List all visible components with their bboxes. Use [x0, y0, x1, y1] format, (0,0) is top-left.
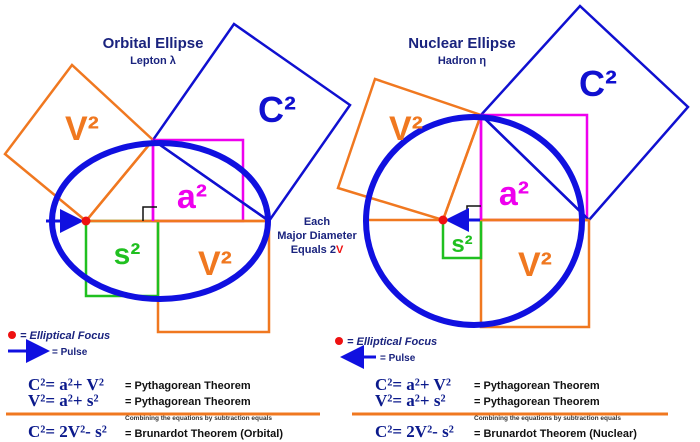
left-eq3-name: = Brunardot Theorem (Orbital) — [125, 428, 283, 440]
legend-right-focus-label: = Elliptical Focus — [347, 336, 437, 348]
orbital-label-a: a² — [177, 178, 207, 216]
nuclear-label-v-bottom: V² — [518, 246, 552, 284]
nuclear-focus-dot — [438, 215, 448, 225]
nuclear-hypotenuse-c — [480, 114, 590, 221]
nuclear-label-c: C² — [579, 63, 617, 104]
note-line-3: Equals 2V — [291, 244, 344, 256]
note-line-1: Each — [304, 216, 331, 228]
nuclear-right-angle — [466, 205, 481, 220]
orbital-right-angle — [142, 206, 157, 221]
right-eq3: C²= 2V²- s² — [375, 422, 454, 441]
left-eq1-name: = Pythagorean Theorem — [125, 380, 251, 392]
legend-left-pulse-label: = Pulse — [52, 347, 88, 358]
left-eq1: C²= a²+ V² — [28, 375, 104, 394]
right-eq3-name: = Brunardot Theorem (Nuclear) — [474, 428, 637, 440]
orbital-hypotenuse-v — [85, 139, 154, 222]
left-eq3: C²= 2V²- s² — [28, 422, 107, 441]
nuclear-label-s: s² — [451, 231, 472, 258]
orbital-label-c: C² — [258, 89, 296, 130]
nuclear-v-square-top — [336, 77, 483, 222]
legend-left-focus-label: = Elliptical Focus — [20, 330, 110, 342]
orbital-subtitle: Lepton λ — [130, 55, 176, 67]
nuclear-ellipse — [363, 114, 585, 328]
nuclear-label-v-top: V² — [389, 110, 423, 148]
orbital-label-s: s² — [114, 238, 141, 271]
left-eq2-name: = Pythagorean Theorem — [125, 396, 251, 408]
legend-left: = Elliptical Focus = Pulse — [8, 330, 110, 363]
orbital-focus-dot — [81, 216, 91, 226]
nuclear-title: Nuclear Ellipse — [408, 35, 516, 52]
right-eq2-name: = Pythagorean Theorem — [474, 396, 600, 408]
right-eq1: C²= a²+ V² — [375, 375, 451, 394]
right-combine-note: Combining the equations by subtraction e… — [474, 415, 621, 422]
nuclear-subtitle: Hadron η — [438, 55, 487, 67]
nuclear-label-a: a² — [499, 175, 529, 213]
legend-right-pulse-label: = Pulse — [380, 353, 416, 364]
equations-right: C²= a²+ V² = Pythagorean Theorem V²= a²+… — [352, 375, 668, 441]
note-line-3-v: V — [336, 244, 344, 256]
orbital-title: Orbital Ellipse — [103, 35, 204, 52]
note-line-3-prefix: Equals 2 — [291, 244, 336, 256]
nuclear-ellipse-figure: Nuclear Ellipse Hadron η C² V² a² s² V² — [336, 4, 690, 329]
orbital-ellipse-figure: Orbital Ellipse Lepton λ C² V² a² s² V² — [3, 22, 352, 334]
legend-left-focus-dot — [8, 331, 16, 339]
note-line-2: Major Diameter — [277, 230, 357, 242]
orbital-label-v-bottom: V² — [198, 245, 232, 283]
right-eq2: V²= a²+ s² — [375, 391, 446, 410]
equations-left: C²= a²+ V² = Pythagorean Theorem V²= a²+… — [6, 375, 320, 441]
right-eq1-name: = Pythagorean Theorem — [474, 380, 600, 392]
orbital-label-v-top: V² — [65, 110, 99, 148]
legend-right: = Elliptical Focus = Pulse — [335, 336, 437, 369]
major-diameter-note: Each Major Diameter Equals 2V — [277, 216, 357, 256]
left-eq2: V²= a²+ s² — [28, 391, 99, 410]
left-combine-note: Combining the equations by subtraction e… — [125, 415, 272, 422]
legend-right-focus-dot — [335, 337, 343, 345]
nuclear-hypotenuse-v — [441, 114, 483, 221]
orbital-hypotenuse-c — [152, 138, 270, 223]
